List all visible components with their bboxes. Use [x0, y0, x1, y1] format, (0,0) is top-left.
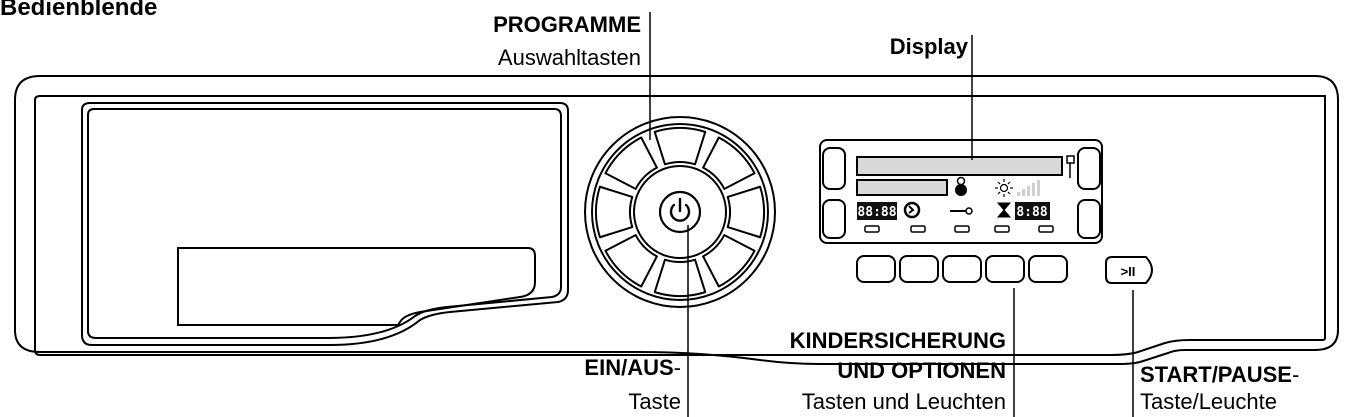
einaus-title: EIN/AUS- — [584, 355, 681, 380]
programme-title: PROGRAMME — [493, 12, 641, 37]
page-title: Bedienblende — [0, 0, 158, 21]
option-button-2[interactable] — [899, 255, 939, 283]
option-button-4[interactable] — [985, 255, 1025, 283]
option-button-3[interactable] — [942, 255, 982, 283]
program-button-6[interactable] — [604, 234, 658, 288]
start-subtitle: Taste/Leuchte — [1140, 389, 1277, 414]
panel-inner-frame — [34, 95, 1326, 356]
left-readout — [857, 202, 897, 220]
drawer-handle — [177, 247, 536, 326]
display-text-bar-short — [856, 179, 948, 196]
option-button-1[interactable] — [856, 255, 896, 283]
hourglass-icon — [996, 202, 1012, 218]
panel-outer-frame — [14, 75, 1339, 365]
program-button-7[interactable] — [595, 185, 634, 239]
detergent-drawer[interactable] — [81, 102, 569, 346]
leader-lines — [649, 12, 1134, 417]
option-buttons[interactable] — [856, 255, 1068, 283]
indicator-led-5 — [1038, 225, 1054, 233]
indicator-led-2 — [910, 225, 926, 233]
delay-icon — [903, 201, 921, 219]
signal-bars-icon — [1017, 180, 1040, 196]
kinder-subtitle: Tasten und Leuchten — [801, 389, 1006, 414]
right-readout — [1015, 202, 1050, 220]
start-pause-button[interactable] — [1105, 256, 1153, 284]
display-side-button-left-top[interactable] — [822, 147, 846, 190]
program-button-3[interactable] — [726, 185, 765, 239]
sun-icon — [995, 179, 1013, 197]
display-title: Display — [889, 34, 968, 59]
child-icon — [955, 176, 967, 196]
display-text-bar-long — [856, 156, 1063, 176]
program-buttons-ring[interactable] — [595, 127, 765, 297]
kinder-title-1: KINDERSICHERUNG — [789, 328, 1006, 353]
indicator-led-4 — [994, 225, 1010, 233]
program-button-1[interactable] — [653, 127, 707, 166]
start-title: START/PAUSE- — [1140, 362, 1300, 387]
left-readout-digits: 88:88 — [857, 205, 896, 220]
power-icon — [669, 203, 691, 222]
display-area: 88:88 8:88 — [819, 139, 1103, 244]
start-pause-glyph: >II — [1121, 264, 1136, 279]
display-side-button-left-bottom[interactable] — [822, 199, 846, 239]
indicator-led-3 — [954, 225, 970, 233]
program-button-8[interactable] — [604, 136, 658, 190]
einaus-subtitle: Taste — [628, 389, 681, 414]
indicator-led-1 — [864, 225, 880, 233]
display-side-button-right-top[interactable] — [1077, 147, 1101, 190]
program-button-5[interactable] — [653, 258, 707, 297]
indicator-leds — [864, 225, 1054, 233]
programme-subtitle: Auswahltasten — [497, 45, 641, 70]
key-icon — [950, 207, 973, 215]
program-button-4[interactable] — [702, 234, 756, 288]
lock-indicator-icon — [1066, 155, 1075, 178]
option-button-5[interactable] — [1028, 255, 1068, 283]
program-button-2[interactable] — [702, 136, 756, 190]
program-selector-dial[interactable] — [584, 116, 776, 308]
kinder-title-2: UND OPTIONEN — [837, 358, 1006, 383]
power-button[interactable] — [658, 190, 702, 234]
display-side-button-right-bottom[interactable] — [1077, 199, 1101, 239]
right-readout-digits: 8:88 — [1016, 205, 1047, 220]
